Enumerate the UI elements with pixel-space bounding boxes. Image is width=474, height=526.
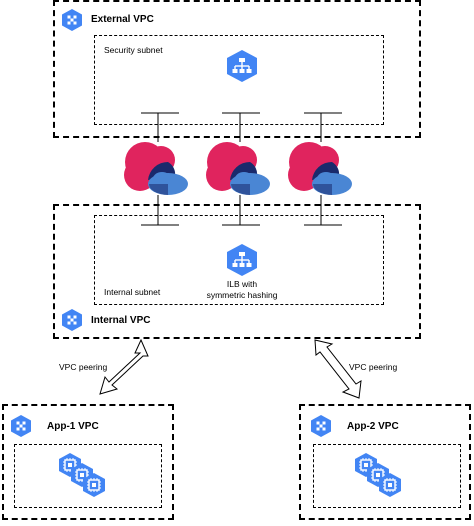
- vpc-network-icon: [62, 309, 82, 331]
- compute-engine-icon: [354, 453, 402, 498]
- internal-vpc-label: Internal VPC: [91, 315, 151, 326]
- app2-subnet-box: [313, 444, 461, 508]
- internal-vpc-box: [53, 204, 421, 339]
- peering-label-right: VPC peering: [349, 362, 398, 372]
- app1-vpc-box: [2, 404, 174, 520]
- internal-subnet-label: Internal subnet: [104, 287, 161, 297]
- internal-subnet-box: [94, 215, 384, 305]
- app2-vpc-label: App-2 VPC: [347, 421, 399, 432]
- vpc-network-icon: [11, 415, 31, 437]
- security-subnet-box: [94, 35, 384, 125]
- ilb-label-line2: symmetric hashing: [206, 290, 278, 300]
- app2-vpc-box: [299, 404, 471, 520]
- security-subnet-label: Security subnet: [104, 45, 163, 55]
- peering-label-left: VPC peering: [59, 362, 108, 372]
- vpc-network-icon: [311, 415, 331, 437]
- ilb-label-line1: ILB with: [226, 279, 258, 289]
- network-appliance-icon: [206, 142, 270, 195]
- load-balancer-icon: [226, 244, 258, 276]
- vpc-network-icon: [62, 9, 82, 31]
- compute-engine-icon: [58, 453, 106, 498]
- app1-vpc-label: App-1 VPC: [47, 421, 99, 432]
- external-vpc-label: External VPC: [91, 14, 154, 25]
- nic-connectors: [141, 112, 342, 226]
- peering-arrow-left: [99, 338, 149, 395]
- app1-subnet-box: [14, 444, 162, 508]
- network-appliance-icon: [288, 142, 352, 195]
- external-vpc-box: [53, 0, 421, 138]
- network-appliance-icon: [124, 142, 188, 195]
- vpc-network-icon: [226, 50, 258, 82]
- peering-arrow-right: [314, 339, 362, 399]
